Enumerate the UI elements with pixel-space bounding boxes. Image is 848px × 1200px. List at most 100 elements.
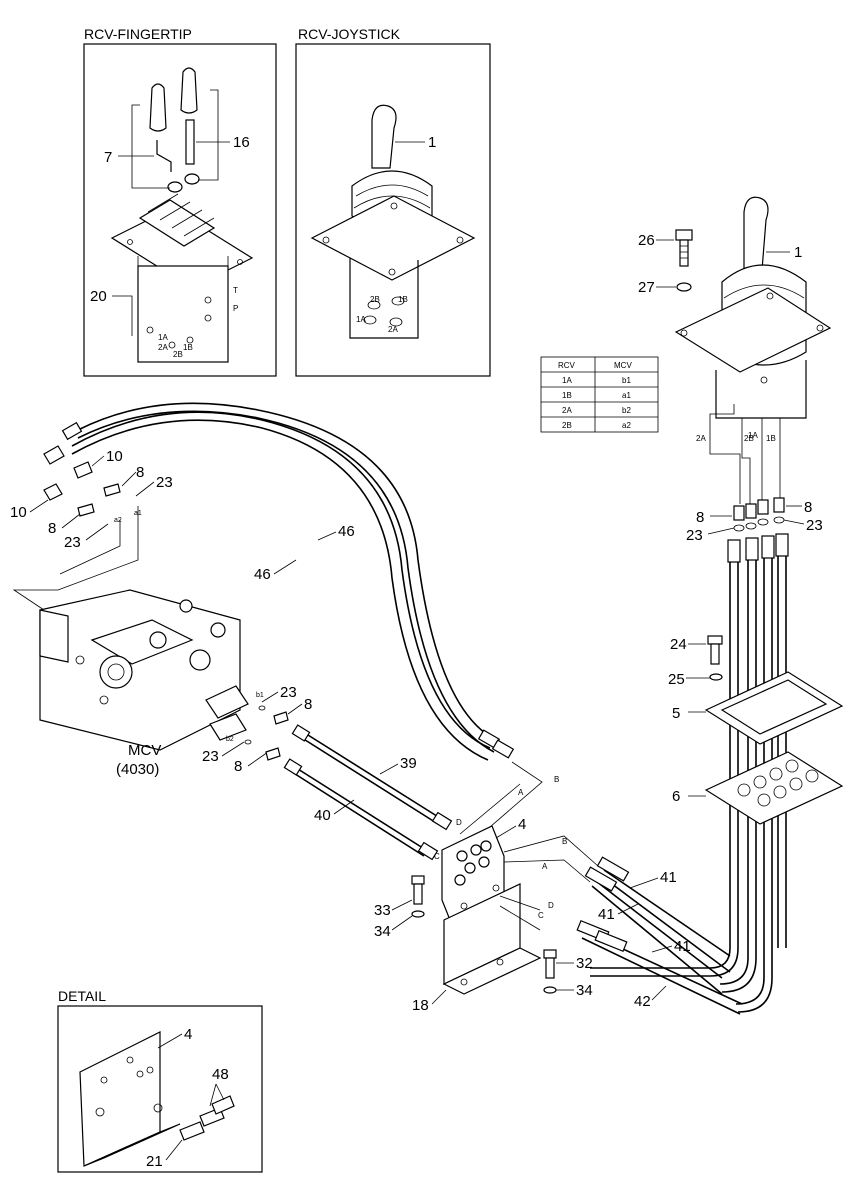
joystick-port-1a: 1A (356, 315, 366, 324)
callout-41: 41 (598, 906, 615, 923)
joystick-body-small (310, 104, 476, 339)
callout-41: 41 (674, 938, 691, 955)
joystick-panel-title: RCV-JOYSTICK (298, 26, 401, 42)
fingertip-port-p: P (233, 304, 238, 313)
joystick-port-lines (709, 404, 781, 504)
mcv-model: (4030) (116, 761, 159, 778)
mcv-label: MCV (128, 742, 161, 759)
bolt-26 (675, 229, 693, 267)
callout-27: 27 (638, 279, 655, 296)
callout-5: 5 (672, 705, 680, 722)
callout-33: 33 (374, 902, 391, 919)
callout-46: 46 (254, 566, 271, 583)
table-cell: 2A (562, 406, 572, 415)
callout-8: 8 (136, 464, 144, 481)
callout-10: 10 (10, 504, 27, 521)
port-a2: a2 (114, 517, 122, 524)
callout-46: 46 (338, 523, 355, 540)
table-cell: 1B (562, 391, 572, 400)
port-b1: b1 (256, 692, 264, 699)
long-hoses-46 (61, 402, 515, 761)
detail-panel-title: DETAIL (58, 988, 106, 1004)
table-cell: 2B (562, 421, 572, 430)
grommet-plate-6 (704, 751, 844, 825)
callout-34: 34 (576, 982, 593, 999)
fingertip-levers (149, 67, 200, 193)
joystick-port-1b: 1B (398, 295, 408, 304)
callout-34: 34 (374, 923, 391, 940)
fitting-8 (265, 747, 281, 761)
mcv-valve (39, 589, 249, 751)
callout-8: 8 (804, 499, 812, 516)
callout-20: 20 (90, 288, 107, 305)
hose-label-b: B (554, 775, 559, 784)
callout-41: 41 (660, 869, 677, 886)
rcv-port-1a: 1A (748, 431, 758, 440)
hoses-41-42 (499, 835, 743, 1015)
bolt-32 (545, 957, 555, 979)
callout-23: 23 (64, 534, 81, 551)
bracket-18 (442, 883, 542, 995)
joystick-port-2b: 2B (370, 295, 380, 304)
callout-23: 23 (202, 748, 219, 765)
callout-32: 32 (576, 955, 593, 972)
port-b2: b2 (226, 736, 234, 743)
washer-34 (543, 986, 557, 994)
callout-24: 24 (670, 636, 687, 653)
fingertip-panel: RCV-FINGERTIP 1A (83, 26, 277, 377)
bolt-33-head (411, 875, 425, 885)
callout-8: 8 (304, 696, 312, 713)
washer-25 (709, 673, 723, 681)
washer-27 (676, 282, 692, 292)
table-header-rcv: RCV (558, 361, 576, 370)
table-header-mcv: MCV (614, 361, 632, 370)
callout-16: 16 (233, 134, 250, 151)
hose-label-a: A (542, 862, 548, 871)
callout-8: 8 (48, 520, 56, 537)
table-cell: a1 (622, 391, 631, 400)
hose-label-d: D (548, 901, 554, 910)
main-joystick (674, 196, 832, 419)
callout-48: 48 (212, 1066, 229, 1083)
callout-21: 21 (146, 1153, 163, 1170)
table-cell: b2 (622, 406, 631, 415)
bolt-33 (413, 883, 423, 905)
rcv-port-2a: 2A (696, 434, 706, 443)
callout-18: 18 (412, 997, 429, 1014)
rcv-port-1b: 1B (766, 434, 776, 443)
fingertip-port-2b: 2B (173, 350, 183, 359)
fingertip-port-1b: 1B (183, 343, 193, 352)
fingertip-panel-frame (83, 43, 277, 377)
fingertip-valve-body (110, 193, 254, 363)
fingertip-port-t: T (233, 286, 238, 295)
hose-label-c: C (434, 852, 440, 861)
fingertip-port-2a: 2A (158, 343, 168, 352)
callout-4: 4 (518, 816, 526, 833)
port-table: RCV MCV 1A b1 1B a1 2A b2 2B a2 (540, 356, 659, 433)
callout-42: 42 (634, 993, 651, 1010)
callout-23: 23 (156, 474, 173, 491)
joystick-panel-frame (295, 43, 491, 377)
washer-34 (411, 910, 425, 918)
detail-panel-frame (57, 1005, 263, 1173)
callout-8: 8 (696, 509, 704, 526)
fingertip-port-1a: 1A (158, 333, 168, 342)
table-cell: b1 (622, 376, 631, 385)
table-cell: 1A (562, 376, 572, 385)
fitting-8 (273, 711, 289, 725)
hose-label-d: D (456, 818, 462, 827)
callout-25: 25 (668, 671, 685, 688)
callout-4: 4 (184, 1026, 192, 1043)
joystick-fittings (733, 497, 785, 532)
callout-10: 10 (106, 448, 123, 465)
callout-1-panel: 1 (428, 134, 436, 151)
callout-23: 23 (280, 684, 297, 701)
cover-plate-5 (704, 671, 844, 745)
bolt-24 (707, 635, 723, 665)
fingertip-panel-title: RCV-FINGERTIP (84, 26, 192, 42)
hose-label-b: B (562, 837, 567, 846)
callout-7: 7 (104, 149, 112, 166)
hoses-39-40 (283, 724, 453, 861)
elbow-fittings-10 (43, 445, 121, 517)
